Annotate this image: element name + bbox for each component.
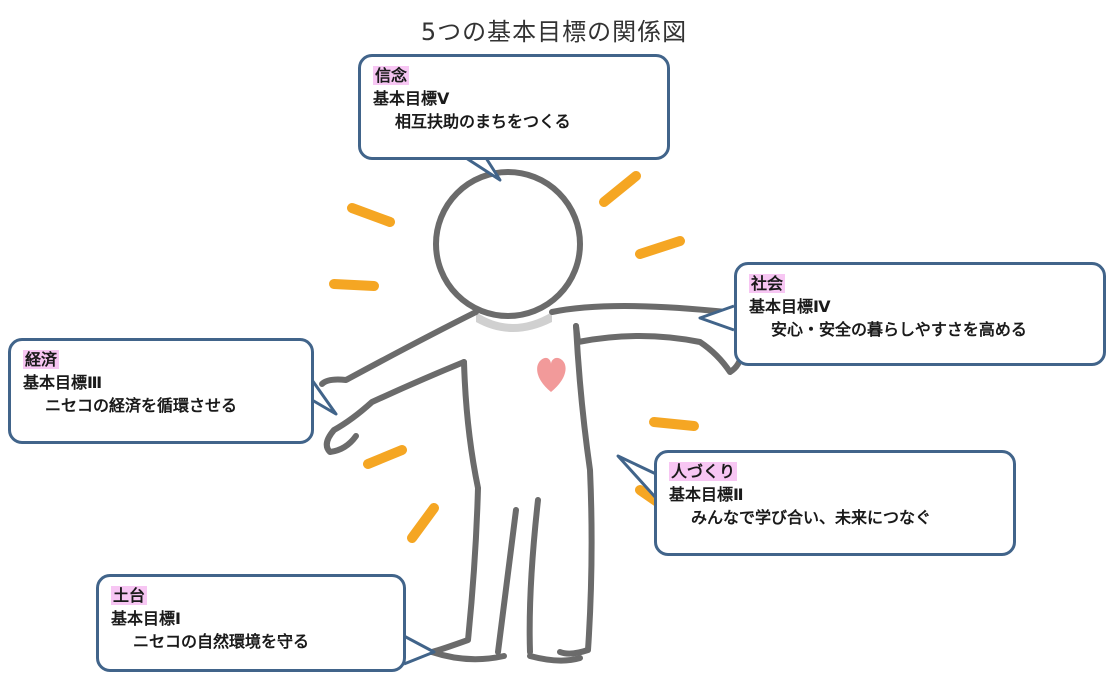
ray xyxy=(649,417,699,431)
goal-description: 相互扶助のまちをつくる xyxy=(395,112,571,131)
torso-right xyxy=(557,323,595,657)
goal-number: 基本目標Ⅱ xyxy=(669,485,744,504)
ray xyxy=(347,203,395,227)
goal-category: 社会 xyxy=(749,274,786,293)
leg-inner-left xyxy=(495,507,519,655)
bubble-tail xyxy=(616,454,658,500)
goal-bubble-1: 土台 基本目標Ⅰ ニセコの自然環境を守る xyxy=(96,574,406,672)
foot-left xyxy=(429,649,507,663)
goal-category: 土台 xyxy=(111,586,148,605)
goal-number: 基本目標Ⅴ xyxy=(373,89,450,108)
ray xyxy=(635,236,685,259)
arm-left-upper xyxy=(319,309,479,387)
torso-left xyxy=(429,359,481,655)
foot-right xyxy=(527,653,583,664)
diagram-title: 5つの基本目標の関係図 xyxy=(420,18,688,46)
bubble-tail xyxy=(465,156,502,182)
ray xyxy=(363,445,407,469)
goal-number: 基本目標Ⅳ xyxy=(749,297,831,316)
collar xyxy=(476,312,552,332)
bubble-tail xyxy=(403,634,436,666)
ray xyxy=(407,503,439,543)
goal-description: みんなで学び合い、未来につなぐ xyxy=(691,508,932,527)
goal-category: 信念 xyxy=(373,66,410,85)
goal-number: 基本目標Ⅲ xyxy=(23,373,103,392)
arm-left-lower xyxy=(323,359,467,455)
goal-number: 基本目標Ⅰ xyxy=(111,609,181,628)
bubble-tail xyxy=(310,379,338,416)
leg-inner-right xyxy=(526,497,541,655)
goal-category: 経済 xyxy=(23,350,60,369)
ray xyxy=(329,279,379,291)
goal-description: ニセコの自然環境を守る xyxy=(133,632,310,651)
goal-description: 安心・安全の暮らしやすさを高める xyxy=(771,320,1027,339)
arm-right-lower xyxy=(573,323,745,375)
heart xyxy=(537,357,566,392)
goal-bubble-3: 経済 基本目標Ⅲ ニセコの経済を循環させる xyxy=(8,338,314,444)
goal-bubble-5: 信念 基本目標Ⅴ 相互扶助のまちをつくる xyxy=(358,54,670,160)
ray xyxy=(599,171,641,207)
goal-category: 人づくり xyxy=(669,462,738,481)
goal-bubble-4: 社会 基本目標Ⅳ 安心・安全の暮らしやすさを高める xyxy=(734,262,1106,366)
goal-description: ニセコの経済を循環させる xyxy=(45,396,238,415)
goal-bubble-2: 人づくり 基本目標Ⅱ みんなで学び合い、未来につなぐ xyxy=(654,450,1016,556)
head xyxy=(433,169,583,319)
bubble-tail xyxy=(698,304,735,332)
